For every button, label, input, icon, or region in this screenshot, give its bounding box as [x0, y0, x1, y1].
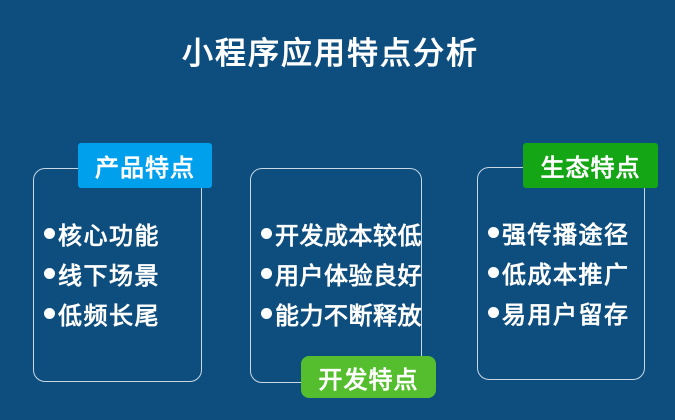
list-item-label: 核心功能	[58, 222, 160, 250]
page-title: 小程序应用特点分析	[182, 36, 479, 71]
list-item-label: 线下场景	[58, 262, 160, 290]
list-item-label: 用户体验良好	[275, 262, 422, 290]
card-development-features: 开发成本较低 用户体验良好 能力不断释放 开发特点	[250, 168, 436, 398]
product-features-tag: 产品特点	[78, 143, 212, 188]
card-ecosystem-features: 生态特点 强传播途径 低成本推广 易用户留存	[477, 143, 658, 380]
list-item: 核心功能	[44, 213, 201, 253]
list-item: 开发成本较低	[261, 213, 422, 253]
list-item: 低频长尾	[44, 293, 201, 333]
list-item: 低成本推广	[488, 252, 644, 292]
list-item: 易用户留存	[488, 292, 644, 332]
list-item-label: 易用户留存	[502, 301, 630, 329]
list-item-label: 能力不断释放	[275, 302, 422, 330]
development-bullet-list: 开发成本较低 用户体验良好 能力不断释放	[251, 169, 422, 333]
ecosystem-bullet-list: 强传播途径 低成本推广 易用户留存	[478, 168, 644, 332]
development-features-tag: 开发特点	[301, 356, 436, 398]
list-item-label: 低成本推广	[502, 261, 630, 289]
bullet-icon	[261, 267, 272, 279]
list-item: 强传播途径	[488, 212, 644, 252]
bullet-icon	[488, 266, 499, 278]
product-bullet-list: 核心功能 线下场景 低频长尾	[34, 169, 201, 333]
bullet-icon	[261, 227, 272, 239]
list-item: 能力不断释放	[261, 293, 422, 333]
list-item-label: 低频长尾	[58, 302, 160, 330]
list-item: 线下场景	[44, 253, 201, 293]
bullet-icon	[488, 306, 499, 318]
bullet-icon	[44, 307, 55, 319]
list-item: 用户体验良好	[261, 253, 422, 293]
list-item-label: 强传播途径	[502, 221, 630, 249]
card-product-features: 产品特点 核心功能 线下场景 低频长尾	[33, 143, 212, 382]
bullet-icon	[44, 227, 55, 239]
bullet-icon	[488, 226, 499, 238]
bullet-icon	[44, 267, 55, 279]
list-item-label: 开发成本较低	[275, 222, 422, 250]
ecosystem-features-tag: 生态特点	[523, 143, 658, 188]
bullet-icon	[261, 307, 272, 319]
